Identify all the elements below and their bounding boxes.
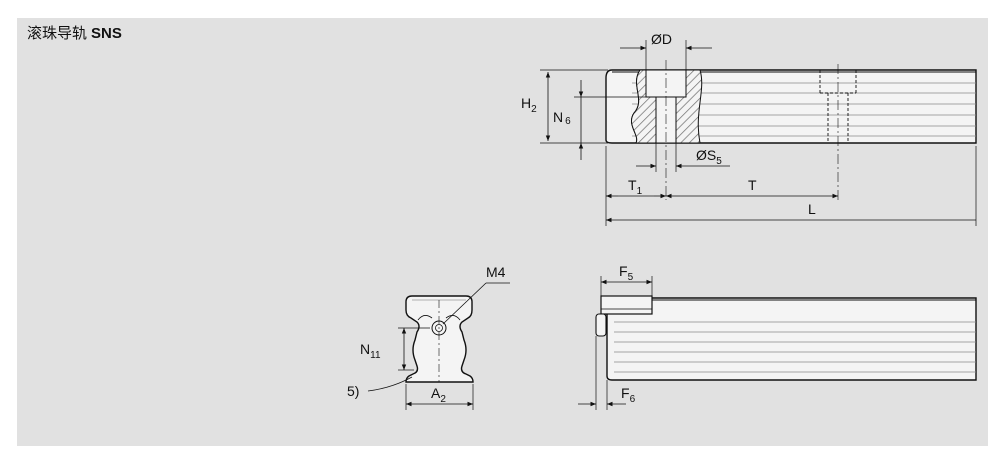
label-D: ØD (651, 31, 672, 47)
dim-L: L (606, 146, 977, 226)
label-N11: N11 (360, 341, 381, 361)
callout-M4: M4 (442, 264, 510, 325)
end-cap-top (600, 295, 653, 315)
rail-side-view (605, 60, 977, 200)
label-T: T (748, 177, 757, 193)
rail-end-grooves (614, 321, 976, 373)
label-L: L (808, 201, 816, 217)
dim-A2: A2 (405, 384, 474, 410)
dim-D: ØD (620, 31, 712, 70)
dim-F5: F5 (600, 263, 653, 296)
dim-N11: N11 (360, 327, 430, 371)
rail-end-body (606, 297, 977, 381)
dim-S5: ØS5 (636, 143, 730, 172)
label-M4: M4 (486, 264, 506, 280)
label-F5: F5 (619, 263, 634, 283)
label-F6: F6 (621, 385, 636, 405)
rail-end-view (595, 295, 977, 381)
title-text: 滚珠导轨 (27, 24, 88, 42)
title-model: SNS (91, 25, 122, 42)
label-note5: 5) (347, 383, 359, 399)
hidden-hole (819, 70, 857, 143)
callout-note5: 5) (347, 376, 413, 399)
label-H2: H2 (521, 95, 537, 115)
profile-outline (405, 295, 474, 383)
end-cap-plug (595, 313, 607, 337)
label-A2: A2 (431, 385, 446, 405)
label-S5: ØS5 (696, 147, 722, 167)
dim-T1-T: T1 T (605, 146, 838, 226)
dim-F6: F6 (578, 336, 636, 410)
label-T1: T1 (628, 177, 643, 197)
rail-cross-section (405, 295, 474, 383)
